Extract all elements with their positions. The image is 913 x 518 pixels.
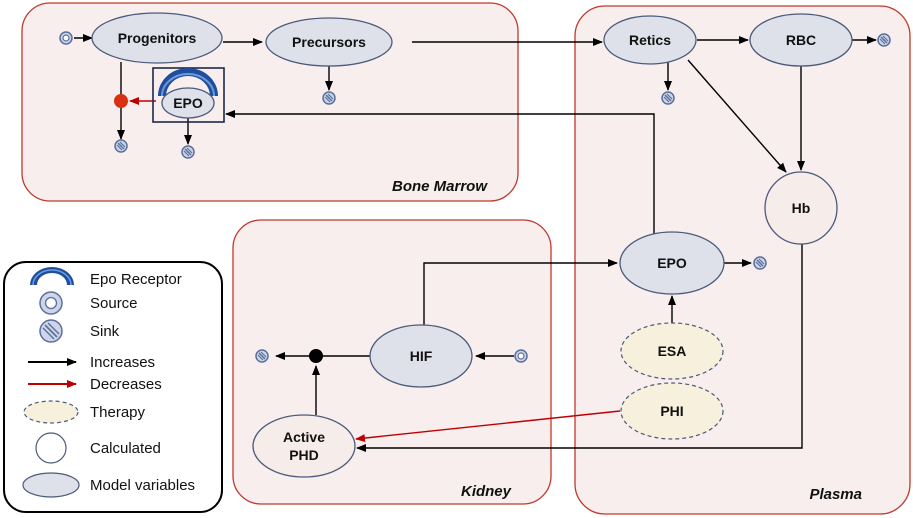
epo-receptor-icon xyxy=(158,68,218,96)
node-rbc xyxy=(749,13,853,67)
legend-label-decreases: Decreases xyxy=(90,376,162,393)
legend-model-variables-icon xyxy=(22,472,80,498)
epo-receptor-frame xyxy=(152,67,225,123)
source-icon xyxy=(514,349,528,363)
edge-hif-epo xyxy=(423,259,618,332)
node-retics xyxy=(603,15,697,65)
node-active-phd-label-line1: Active xyxy=(283,429,325,445)
node-hb xyxy=(764,171,838,245)
legend-label-increases: Increases xyxy=(90,354,155,371)
region-label-bone-marrow: Bone Marrow xyxy=(392,178,488,195)
epo-receptor-highlight xyxy=(161,73,215,97)
node-esa xyxy=(620,322,724,380)
edge-epo-plasma-to-marrow xyxy=(225,110,655,239)
legend-label-source: Source xyxy=(90,295,138,312)
edge-hb-phd xyxy=(356,244,803,452)
edge-phi-phd xyxy=(355,410,621,443)
edges xyxy=(74,34,877,452)
source-icon xyxy=(59,31,73,45)
sink-icon xyxy=(753,256,767,270)
node-esa-label: ESA xyxy=(658,343,687,359)
legend-sink-icon-slash xyxy=(42,327,55,340)
node-phi xyxy=(620,382,724,440)
region-label-plasma: Plasma xyxy=(809,486,862,503)
sink-icon xyxy=(661,91,675,105)
legend-label-epo-receptor: Epo Receptor xyxy=(90,271,182,288)
node-hif-label: HIF xyxy=(410,348,433,364)
node-epo-plasma-label: EPO xyxy=(657,255,687,271)
region-label-kidney: Kidney xyxy=(461,483,512,500)
legend-calculated-icon xyxy=(35,432,67,464)
node-active-phd-label-line2: PHD xyxy=(289,447,319,463)
legend: Epo Receptor Source Sink Increases Decre… xyxy=(3,261,223,513)
inhibition-node-marrow xyxy=(114,94,128,108)
legend-sink-icon-slash xyxy=(47,322,60,335)
node-precursors-label: Precursors xyxy=(292,34,366,50)
legend-source-icon-inner xyxy=(44,296,58,310)
node-phi-label: PHI xyxy=(660,403,683,419)
legend-label-model-variables: Model variables xyxy=(90,477,195,494)
node-progenitors-label: Progenitors xyxy=(118,30,197,46)
sink-icon xyxy=(114,139,128,153)
node-epo-marrow xyxy=(161,87,215,119)
legend-epo-receptor-icon xyxy=(30,267,74,285)
sink-icon xyxy=(877,33,891,47)
node-precursors xyxy=(265,17,393,67)
legend-label-calculated: Calculated xyxy=(90,440,161,457)
legend-sink-icon-slash xyxy=(44,324,58,338)
node-active-phd xyxy=(252,414,356,478)
node-progenitors xyxy=(91,12,223,64)
node-epo-marrow-label: EPO xyxy=(173,95,203,111)
node-hb-label: Hb xyxy=(792,200,811,216)
node-retics-label: Retics xyxy=(629,32,671,48)
sink-icon xyxy=(322,91,336,105)
legend-label-sink: Sink xyxy=(90,323,120,340)
node-epo-marrow-group: EPO xyxy=(152,67,225,123)
node-epo-plasma xyxy=(619,231,725,295)
inhibition-node-kidney xyxy=(309,349,323,363)
sink-icon xyxy=(255,349,269,363)
legend-therapy-icon xyxy=(23,400,79,424)
sink-icon xyxy=(181,145,195,159)
legend-epo-receptor-highlight xyxy=(32,269,72,286)
edge-retics-hb xyxy=(687,59,787,173)
legend-label-therapy: Therapy xyxy=(90,404,146,421)
node-hif xyxy=(369,324,473,388)
node-rbc-label: RBC xyxy=(786,32,816,48)
